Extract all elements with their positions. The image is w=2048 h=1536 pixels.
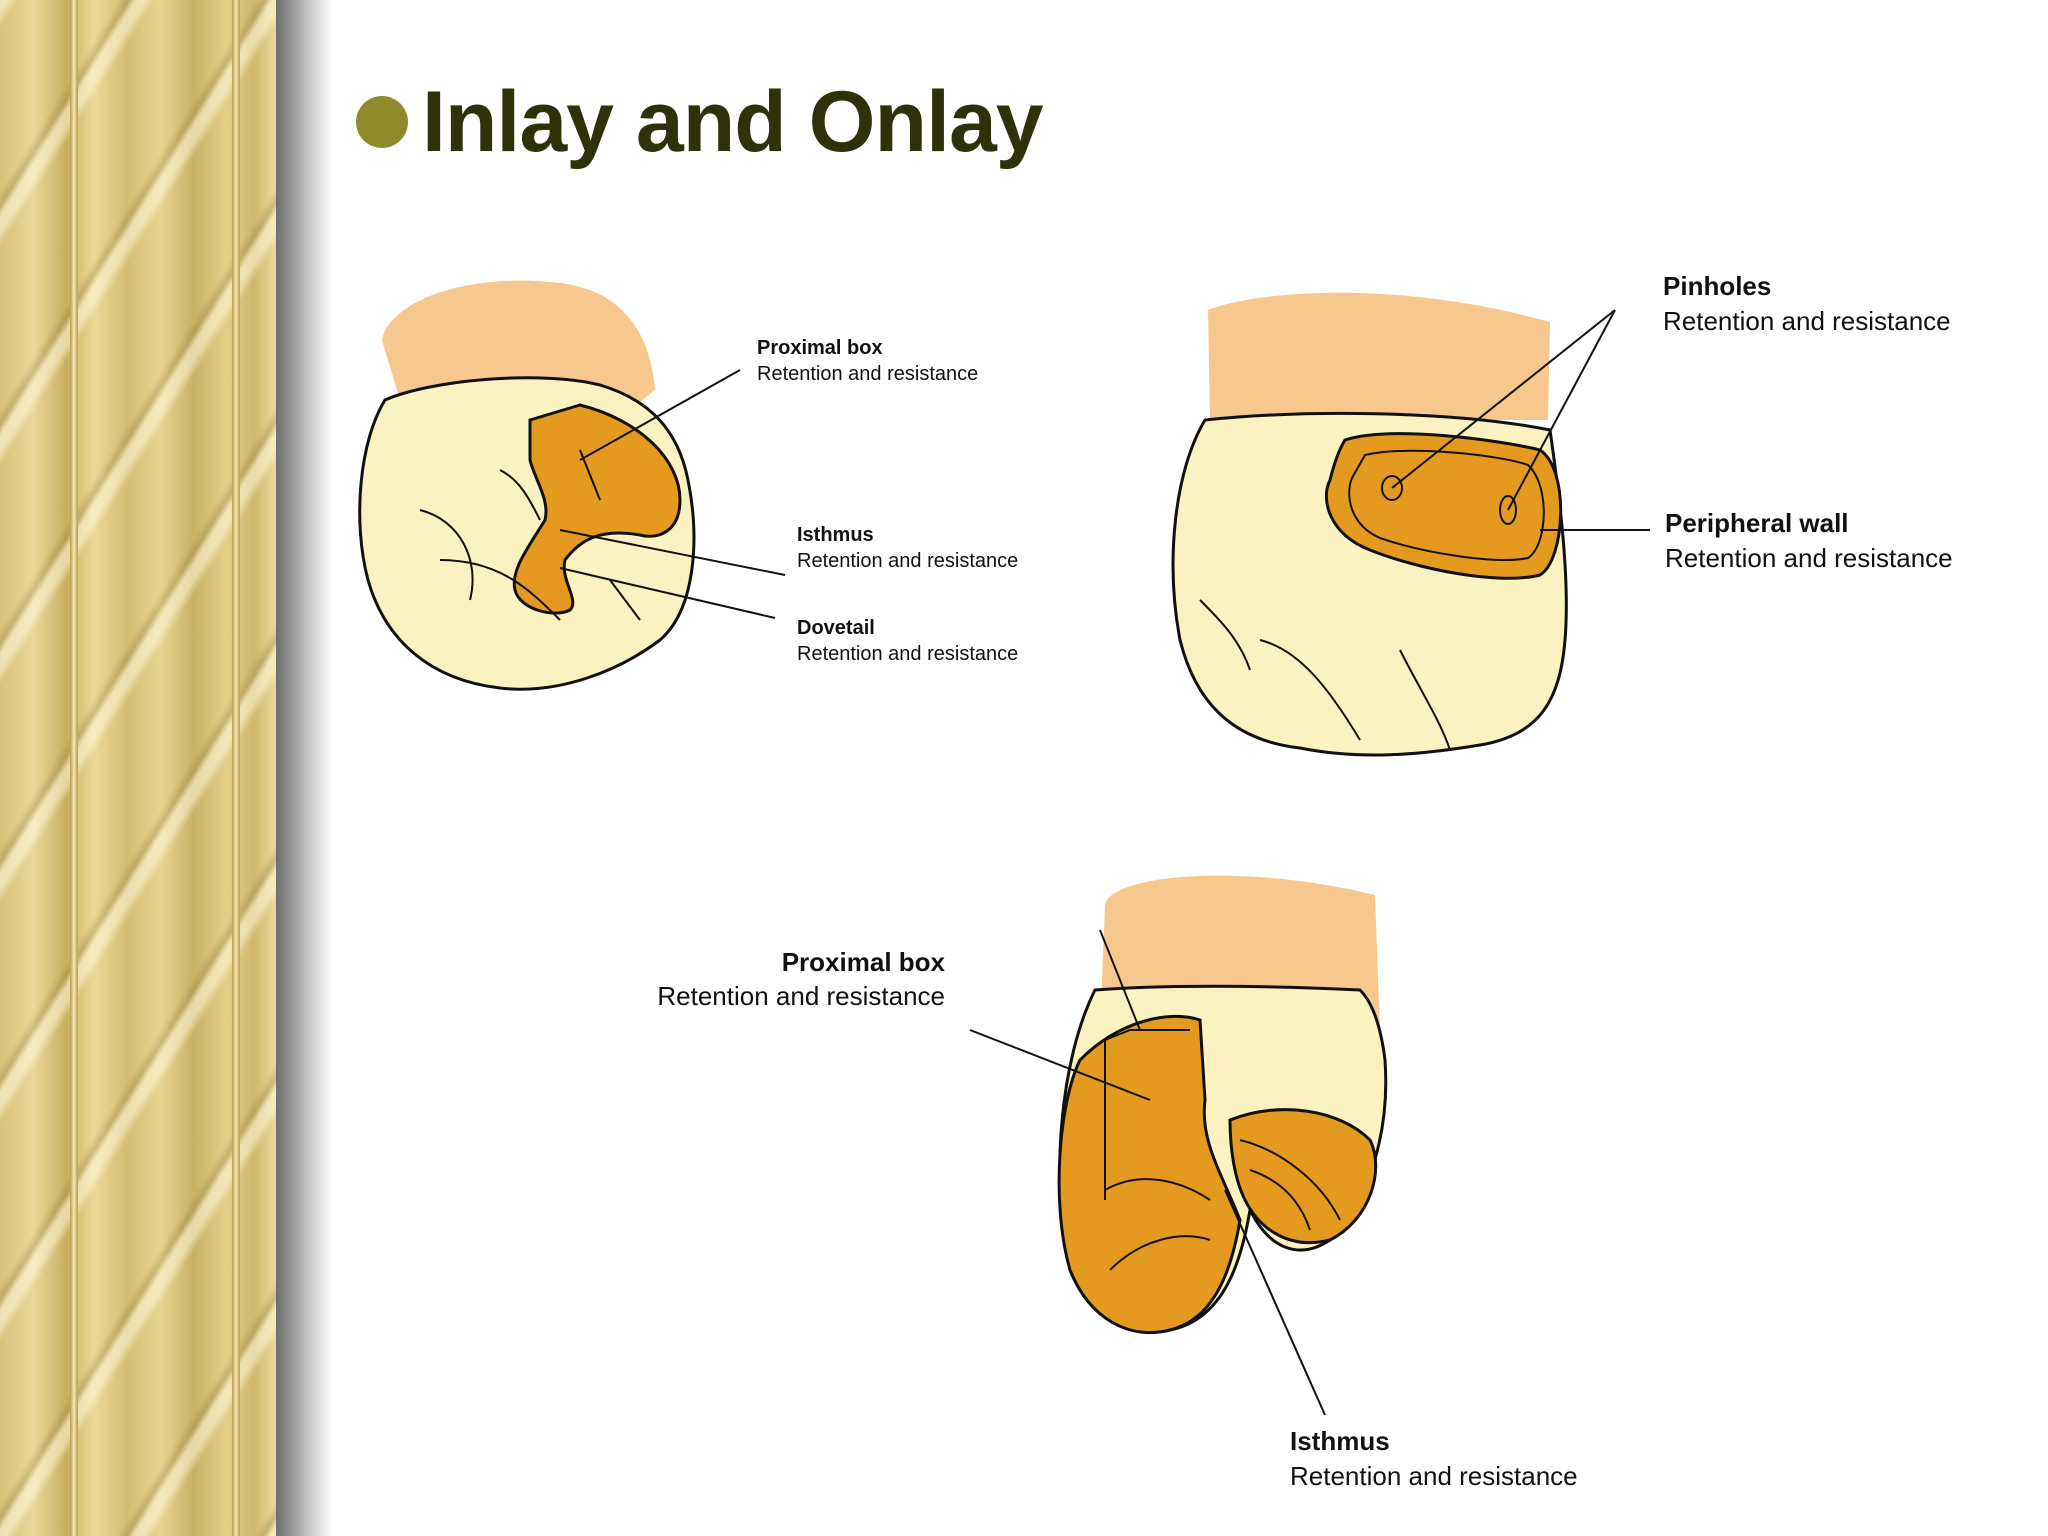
tooth-b-gingiva — [1208, 292, 1550, 420]
tooth-b-restoration — [1324, 432, 1563, 580]
tooth-c-leader-proximal-1 — [969, 1029, 1151, 1101]
bullet-dot-icon — [356, 96, 408, 148]
tooth-b-leader-pinhole-left — [1391, 309, 1616, 489]
tooth-b-leader-pinhole-right — [1507, 309, 1616, 511]
slide-title: Inlay and Onlay — [422, 73, 1044, 170]
tooth-c-box-edges — [1104, 1029, 1341, 1271]
tooth-a-label-3-name: Dovetail — [797, 617, 875, 639]
tooth-a-label-2-name: Isthmus — [797, 524, 874, 546]
tooth-c-leader-isthmus — [1224, 1189, 1326, 1416]
tooth-c-label-2-desc: Retention and resistance — [1290, 1461, 1578, 1491]
tooth-a-label-1-name: Proximal box — [757, 337, 883, 359]
tooth-a-restoration — [512, 403, 682, 615]
tooth-a-figure: Proximal box Retention and resistance Is… — [358, 280, 1018, 691]
tooth-b-figure: Pinholes Retention and resistance Periph… — [1171, 271, 1953, 757]
tooth-b-cusps — [1199, 599, 1451, 751]
tooth-b-label-1-name: Pinholes — [1663, 271, 1771, 301]
tooth-a-leader-isthmus — [559, 529, 786, 576]
tooth-a-leader-proximal — [579, 369, 741, 461]
stripe-rod-right — [232, 0, 240, 1536]
tooth-b-label-1-desc: Retention and resistance — [1663, 306, 1951, 336]
tooth-a-label-1-desc: Retention and resistance — [757, 363, 978, 385]
title-row: Inlay and Onlay — [356, 72, 1044, 172]
stripe-diagonal-pattern — [0, 0, 276, 1536]
tooth-c-label-2-name: Isthmus — [1290, 1426, 1390, 1456]
sidebar-shadow — [276, 0, 332, 1536]
tooth-b-label-2-desc: Retention and resistance — [1665, 543, 1953, 573]
tooth-b-pinhole-left — [1381, 475, 1403, 501]
tooth-a-leader-dovetail — [559, 567, 776, 619]
tooth-c-restoration-cusp — [1228, 1108, 1378, 1245]
tooth-a-gingiva — [382, 280, 655, 410]
tooth-c-label-1-name: Proximal box — [782, 947, 946, 977]
tooth-a-fissure — [419, 449, 641, 621]
tooth-b-pinhole-right — [1499, 495, 1517, 525]
tooth-a-label-2-desc: Retention and resistance — [797, 550, 1018, 572]
decorative-sidebar-stripe — [0, 0, 276, 1536]
tooth-b-label-2-name: Peripheral wall — [1665, 508, 1849, 538]
tooth-c-leader-proximal-2 — [1099, 929, 1141, 1031]
tooth-a-label-3-desc: Retention and resistance — [797, 643, 1018, 665]
tooth-b-restoration-inner — [1348, 449, 1545, 561]
tooth-c-figure: Proximal box Retention and resistance Is… — [657, 875, 1578, 1491]
stripe-rod-left — [70, 0, 78, 1536]
tooth-c-label-1-desc: Retention and resistance — [657, 981, 945, 1011]
